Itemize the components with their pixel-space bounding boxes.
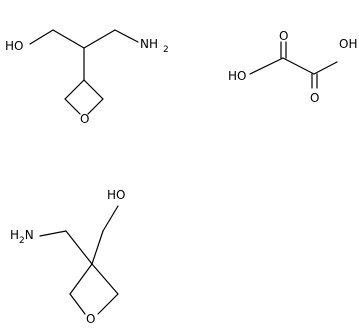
oxalic-acid-bonds (249, 41, 338, 89)
bond (91, 230, 104, 265)
hydroxyl-label: HO (228, 69, 246, 83)
molecule-a-bonds (29, 29, 139, 115)
molecule-b-bonds (39, 205, 119, 315)
bond (97, 293, 119, 315)
bond (114, 29, 139, 43)
hydroxyl-label: HO (5, 39, 23, 53)
amine-suffix: N (25, 228, 34, 242)
hydroxyl-label: OH (339, 37, 357, 51)
amine-label: H2N (10, 228, 34, 246)
bond (39, 230, 67, 237)
bond (52, 29, 85, 49)
amine-subscript: 2 (163, 45, 169, 55)
bond (87, 98, 104, 115)
amine-prefix: H (10, 228, 19, 242)
oxalic-acid: O O HO OH (228, 29, 357, 105)
bond (64, 79, 85, 100)
molecule-b: HO H2N O (10, 188, 125, 326)
bond (65, 230, 93, 265)
molecule-a: HO NH 2 O (5, 29, 169, 126)
bond (69, 263, 93, 295)
amine-label: NH (140, 37, 158, 51)
bond (83, 29, 116, 49)
bond (64, 98, 81, 115)
bond (83, 79, 104, 100)
amine-subscript: 2 (19, 236, 25, 246)
ring-oxygen-label: O (86, 312, 95, 326)
carbonyl-oxygen-label: O (310, 91, 319, 105)
bond (102, 205, 119, 232)
carbonyl-oxygen-label: O (279, 29, 288, 43)
bond (282, 57, 315, 75)
bond (91, 263, 119, 295)
bond (69, 293, 86, 315)
bond (29, 29, 54, 45)
bond (313, 61, 338, 75)
bond (249, 57, 284, 75)
ring-oxygen-label: O (80, 112, 89, 126)
hydroxyl-label: HO (107, 188, 125, 202)
